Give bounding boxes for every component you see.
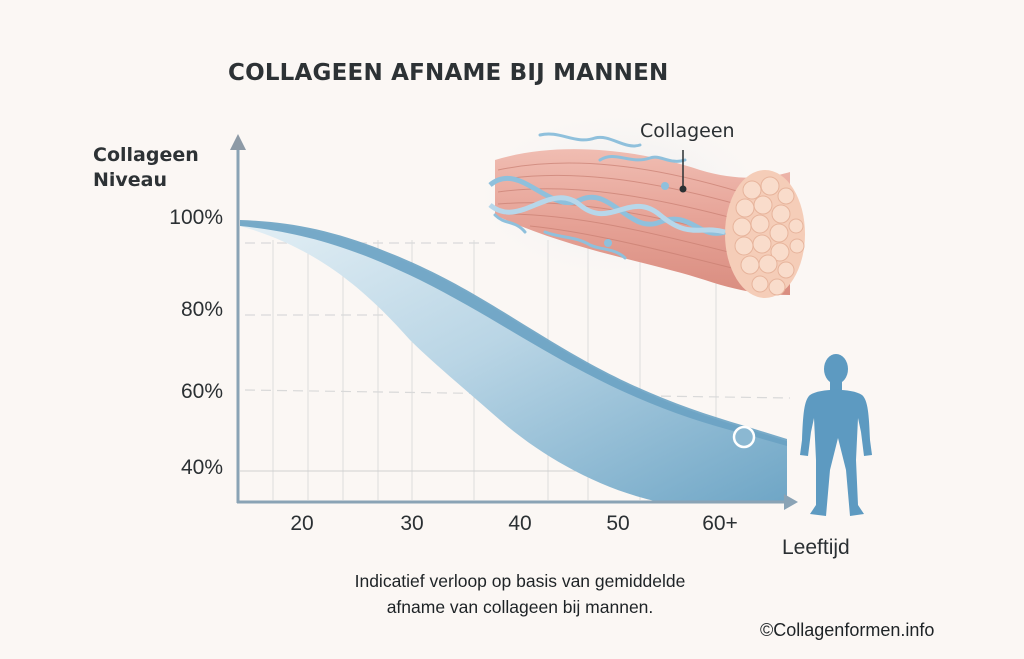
x-tick-30: 30 bbox=[400, 512, 424, 535]
y-tick-40: 40% bbox=[180, 456, 223, 479]
caption-line2: afname van collageen bij mannen. bbox=[386, 597, 654, 617]
x-tick-50: 50 bbox=[606, 512, 630, 535]
y-axis-label-line1: Collageen bbox=[93, 144, 199, 166]
x-tick-20: 20 bbox=[290, 512, 314, 535]
chart-title: COLLAGEEN AFNAME BIJ MANNEN bbox=[228, 60, 669, 86]
collagen-fiber-illustration bbox=[480, 115, 805, 298]
y-tick-100: 100% bbox=[169, 206, 223, 229]
x-tick-40: 40 bbox=[508, 512, 532, 535]
collagen-band bbox=[240, 220, 787, 502]
y-axis-label: Collageen Niveau bbox=[93, 143, 199, 193]
y-tick-60: 60% bbox=[180, 380, 223, 403]
male-figure-icon bbox=[800, 354, 872, 516]
x-tick-60plus: 60+ bbox=[702, 512, 738, 535]
axes bbox=[230, 134, 798, 510]
y-axis-label-line2: Niveau bbox=[93, 169, 168, 191]
marker-circle bbox=[732, 425, 756, 449]
collagen-annotation: Collageen bbox=[640, 120, 735, 142]
x-axis-label: Leeftijd bbox=[782, 536, 850, 559]
caption-line1: Indicatief verloop op basis van gemiddel… bbox=[354, 571, 686, 591]
caption: Indicatief verloop op basis van gemiddel… bbox=[260, 568, 780, 620]
credit-watermark: ©Collagenformen.info bbox=[760, 620, 935, 640]
y-tick-80: 80% bbox=[180, 298, 223, 321]
